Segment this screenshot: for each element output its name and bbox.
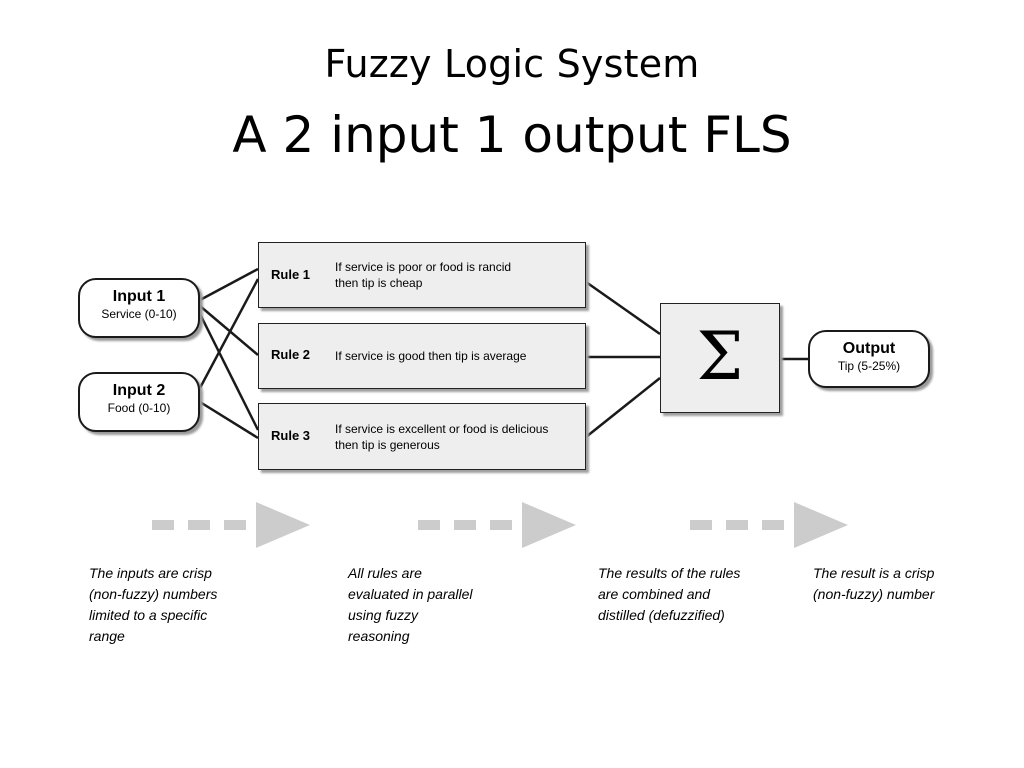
rule-2-text: If service is good then tip is average	[335, 348, 585, 364]
link-input1-rule2	[199, 305, 259, 356]
rule-3-label: Rule 3	[271, 428, 311, 443]
output-node: Output Tip (5-25%)	[808, 330, 930, 388]
link-rule3-sigma	[585, 377, 661, 438]
link-rule1-sigma	[585, 280, 661, 336]
caption-aggregation: The results of the rules are combined an…	[598, 563, 740, 626]
caption-rules: All rules are evaluated in parallel usin…	[348, 563, 473, 647]
caption-rules-line: evaluated in parallel	[348, 586, 473, 602]
caption-output-line: The result is a crisp	[813, 565, 935, 581]
rule-3-text-line-1: If service is excellent or food is delic…	[335, 422, 549, 436]
stage-arrow-3	[690, 502, 848, 548]
output-range: Tip (5-25%)	[837, 359, 901, 373]
caption-aggregation-line: are combined and	[598, 586, 711, 602]
input-2-node: Input 2 Food (0-10)	[78, 372, 200, 432]
input-2-label: Input 2	[112, 382, 166, 399]
rule-1-label: Rule 1	[271, 267, 311, 282]
link-input1-rule3	[198, 313, 260, 431]
caption-rules-line: All rules are	[348, 565, 422, 581]
caption-rules-line: using fuzzy	[348, 607, 419, 623]
slide-subtitle: A 2 input 1 output FLS	[232, 106, 792, 164]
link-input2-rule1	[198, 278, 260, 389]
output-label: Output	[842, 340, 896, 357]
rule-sigma-links	[585, 280, 808, 438]
caption-aggregation-line: The results of the rules	[598, 565, 741, 581]
caption-inputs: The inputs are crisp (non-fuzzy) numbers…	[89, 563, 217, 647]
link-input1-rule1	[199, 267, 259, 302]
rule-3-text-line-2: then tip is generous	[335, 438, 440, 452]
caption-inputs-line: range	[89, 628, 125, 644]
input-1-label: Input 1	[112, 288, 166, 305]
rule-3-text: If service is excellent or food is delic…	[335, 421, 585, 453]
caption-inputs-line: (non-fuzzy) numbers	[89, 586, 218, 602]
input-1-node: Input 1 Service (0-10)	[78, 278, 200, 338]
rule-2-box: Rule 2 If service is good then tip is av…	[258, 323, 586, 389]
caption-inputs-line: limited to a specific	[89, 607, 208, 623]
caption-inputs-line: The inputs are crisp	[89, 565, 212, 581]
rule-2-text-line-1: If service is good then tip is average	[335, 349, 527, 363]
input-rule-links	[198, 267, 260, 440]
input-2-range: Food (0-10)	[107, 401, 171, 415]
stage-arrow-1	[152, 502, 310, 548]
rule-1-text-line-1: If service is poor or food is rancid	[335, 260, 512, 274]
rule-1-text-line-2: then tip is cheap	[335, 276, 423, 290]
rule-2-label: Rule 2	[271, 347, 311, 362]
sigma-symbol: Σ	[696, 318, 744, 395]
input-1-range: Service (0-10)	[101, 307, 177, 321]
caption-aggregation-line: distilled (defuzzified)	[598, 607, 725, 623]
rule-1-box: Rule 1 If service is poor or food is ran…	[258, 242, 586, 308]
caption-output: The result is a crisp (non-fuzzy) number	[813, 563, 934, 605]
aggregator-box: Σ	[660, 303, 780, 413]
link-input2-rule3	[199, 400, 259, 440]
caption-output-line: (non-fuzzy) number	[813, 586, 935, 602]
rule-3-box: Rule 3 If service is excellent or food i…	[258, 403, 586, 470]
caption-rules-line: reasoning	[348, 628, 410, 644]
stage-arrows	[152, 502, 848, 548]
rule-1-text: If service is poor or food is rancid the…	[335, 259, 585, 291]
slide-title: Fuzzy Logic System	[324, 42, 700, 86]
stage-arrow-2	[418, 502, 576, 548]
